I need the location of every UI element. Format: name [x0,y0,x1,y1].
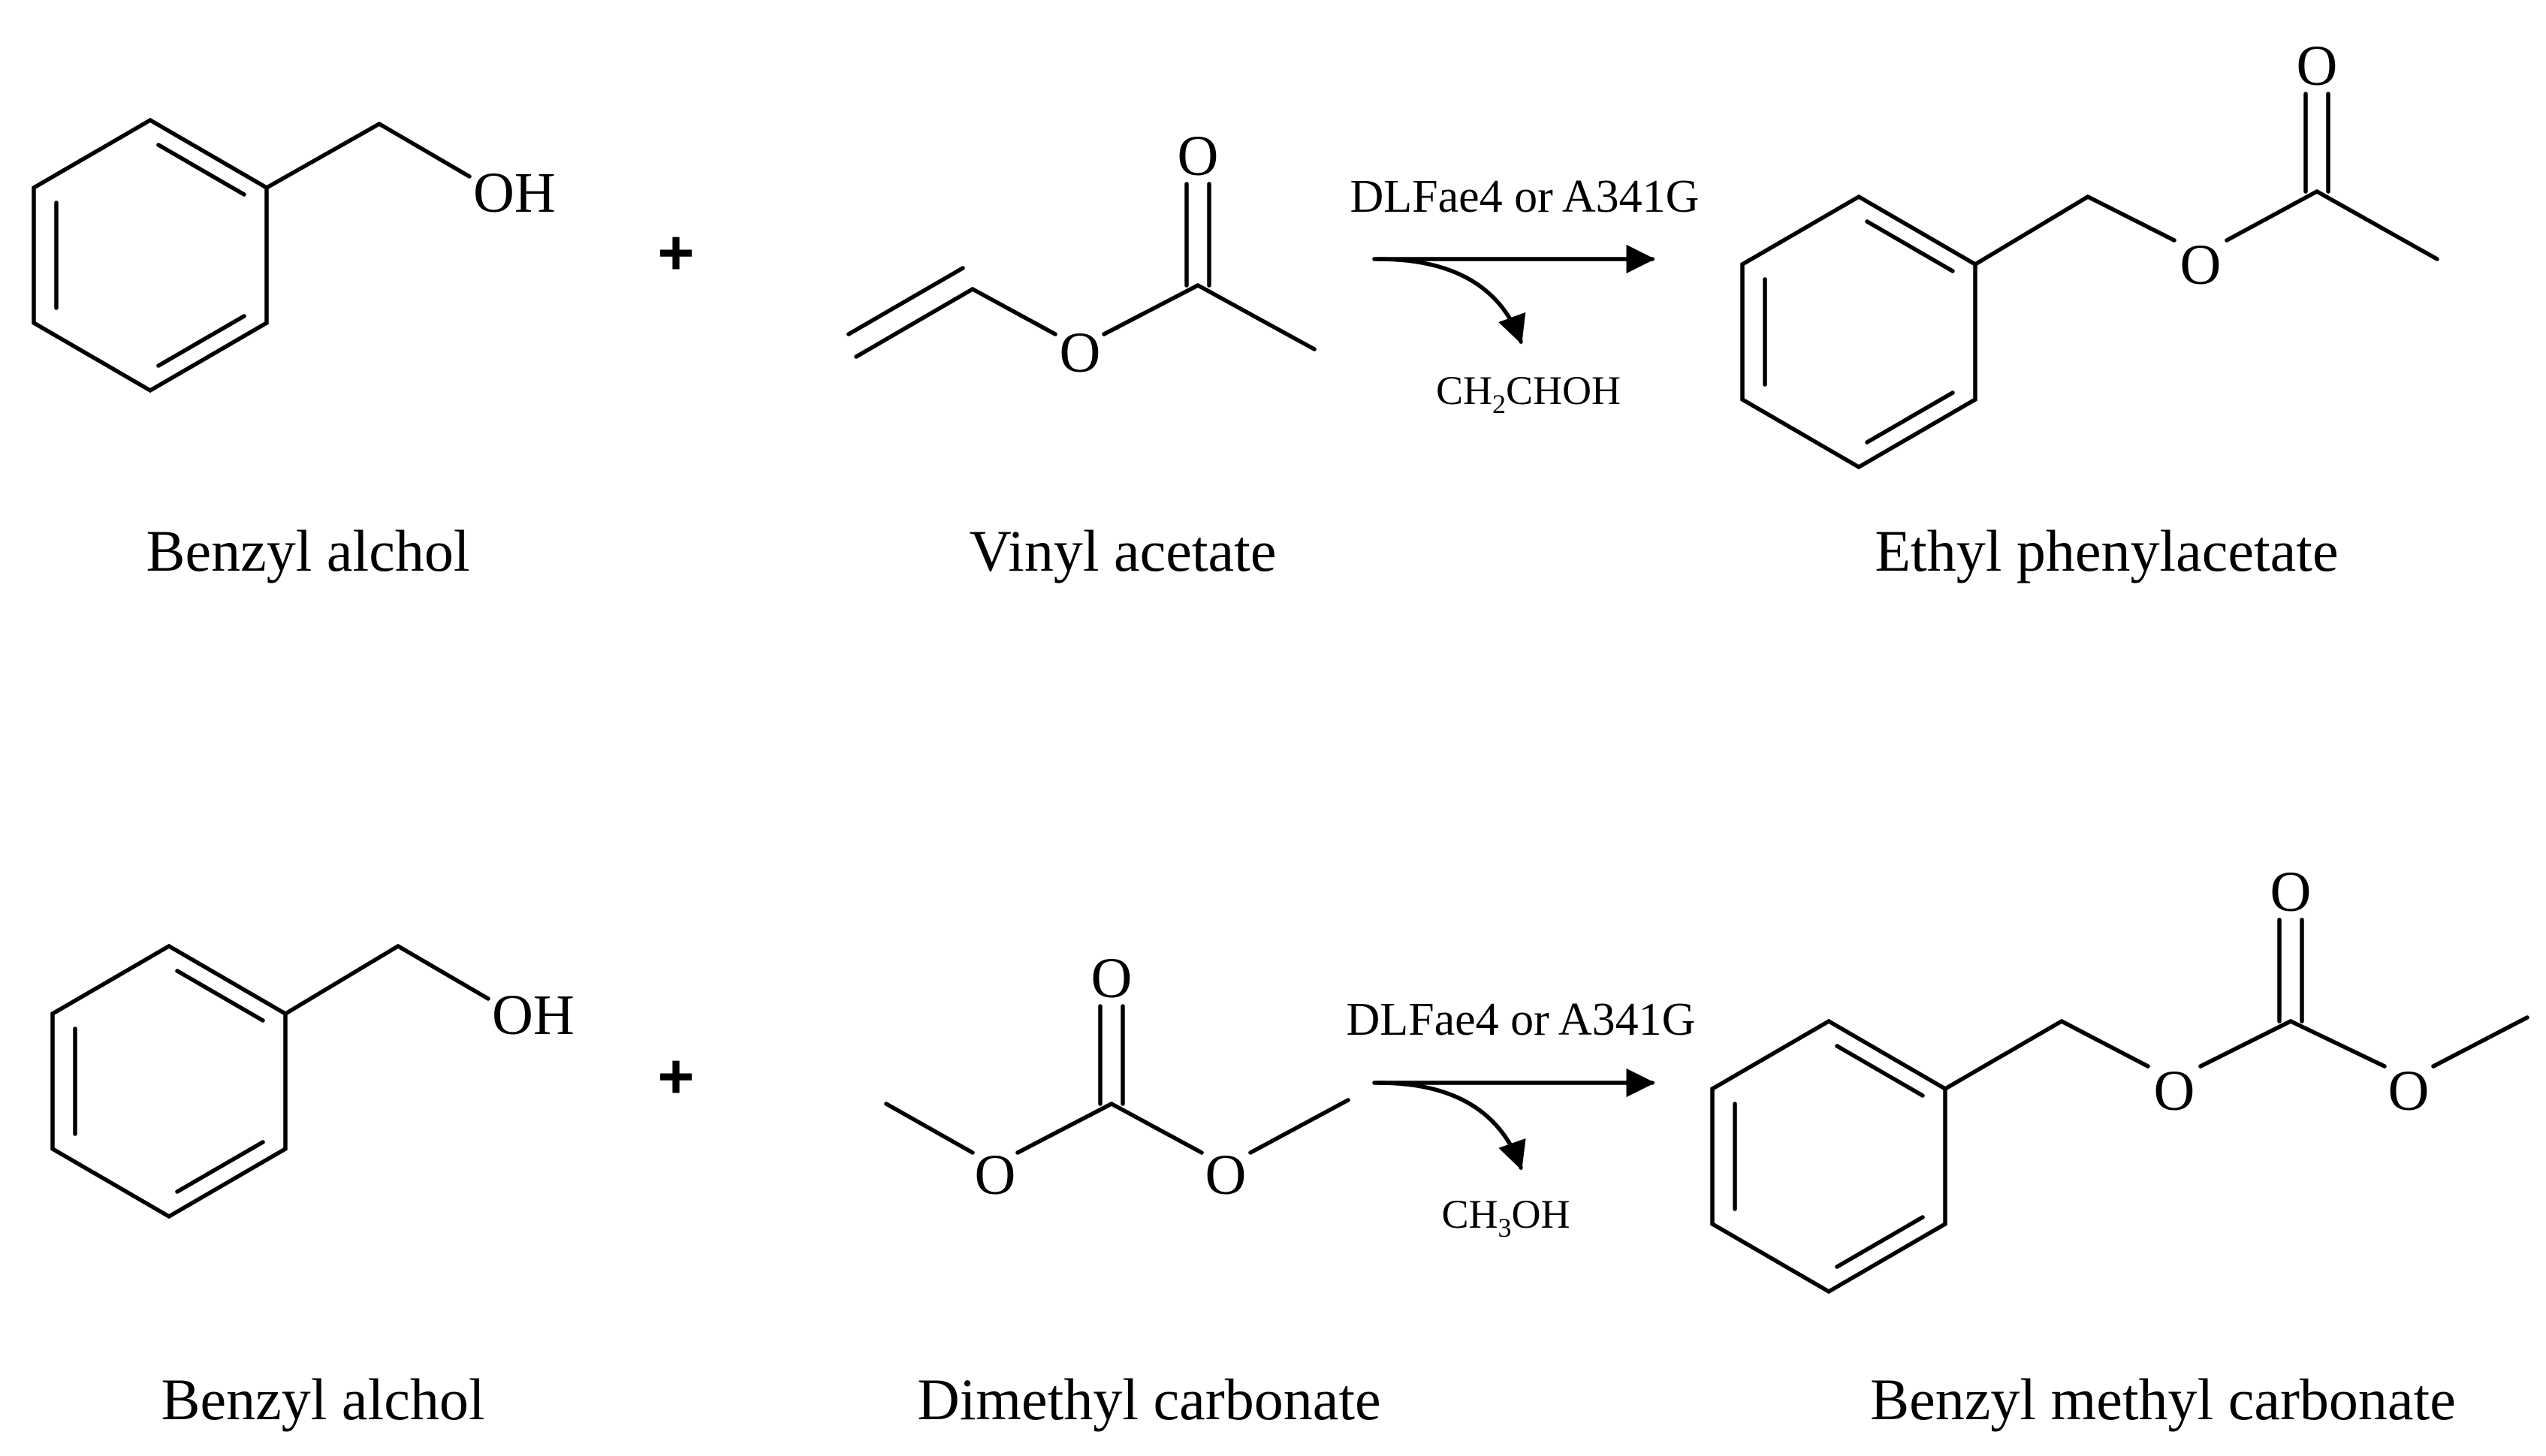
carbonyl-oxygen-label: O [1091,947,1133,1010]
reactant-1-name: Benzyl alchol [146,518,469,583]
reaction-arrow-2: DLFae4 or A341G CH3OH [1347,994,1696,1243]
plus-sign: + [657,1041,694,1111]
carbonyl-oxygen-label: O [2297,35,2338,98]
ester-oxygen-left-label: O [2154,1060,2195,1123]
reaction-1: OH Benzyl alchol + O O Vinyl acetate DLF… [32,35,2439,583]
dimethyl-carbonate-structure: O O O [884,947,1350,1207]
reaction-arrow-1: DLFae4 or A341G CH2CHOH [1350,171,1700,419]
catalyst-label: DLFae4 or A341G [1347,994,1696,1045]
byproduct-label: CH2CHOH [1436,368,1621,419]
product-name: Benzyl methyl carbonate [1870,1367,2456,1432]
ethyl-phenylacetate-structure: O O [1740,35,2439,470]
ester-oxygen-right-label: O [2388,1060,2430,1123]
reactant-1-name: Benzyl alchol [161,1367,484,1432]
catalyst-label: DLFae4 or A341G [1350,171,1700,222]
benzyl-methyl-carbonate-structure: O O O [1710,861,2529,1295]
ester-oxygen-left-label: O [975,1144,1016,1207]
reaction-2: OH Benzyl alchol + O O O Dimethyl carbon… [50,861,2529,1432]
ester-oxygen-label: O [2180,234,2222,297]
product-name: Ethyl phenylacetate [1875,518,2338,583]
ester-oxygen-right-label: O [1205,1144,1247,1207]
benzyl-alcohol-structure-1: OH [32,117,556,393]
carbonyl-oxygen-label: O [2270,861,2312,924]
benzyl-alcohol-structure-2: OH [50,943,575,1219]
reactant-2-name: Vinyl acetate [970,518,1277,583]
reactant-2-name: Dimethyl carbonate [917,1367,1380,1432]
byproduct-label: CH3OH [1441,1192,1570,1243]
hydroxyl-label: OH [492,984,575,1047]
vinyl-acetate-structure: O O [846,125,1317,384]
carbonyl-oxygen-label: O [1178,125,1219,188]
ester-oxygen-label: O [1060,321,1101,384]
hydroxyl-label: OH [473,161,556,225]
plus-sign: + [657,217,694,288]
